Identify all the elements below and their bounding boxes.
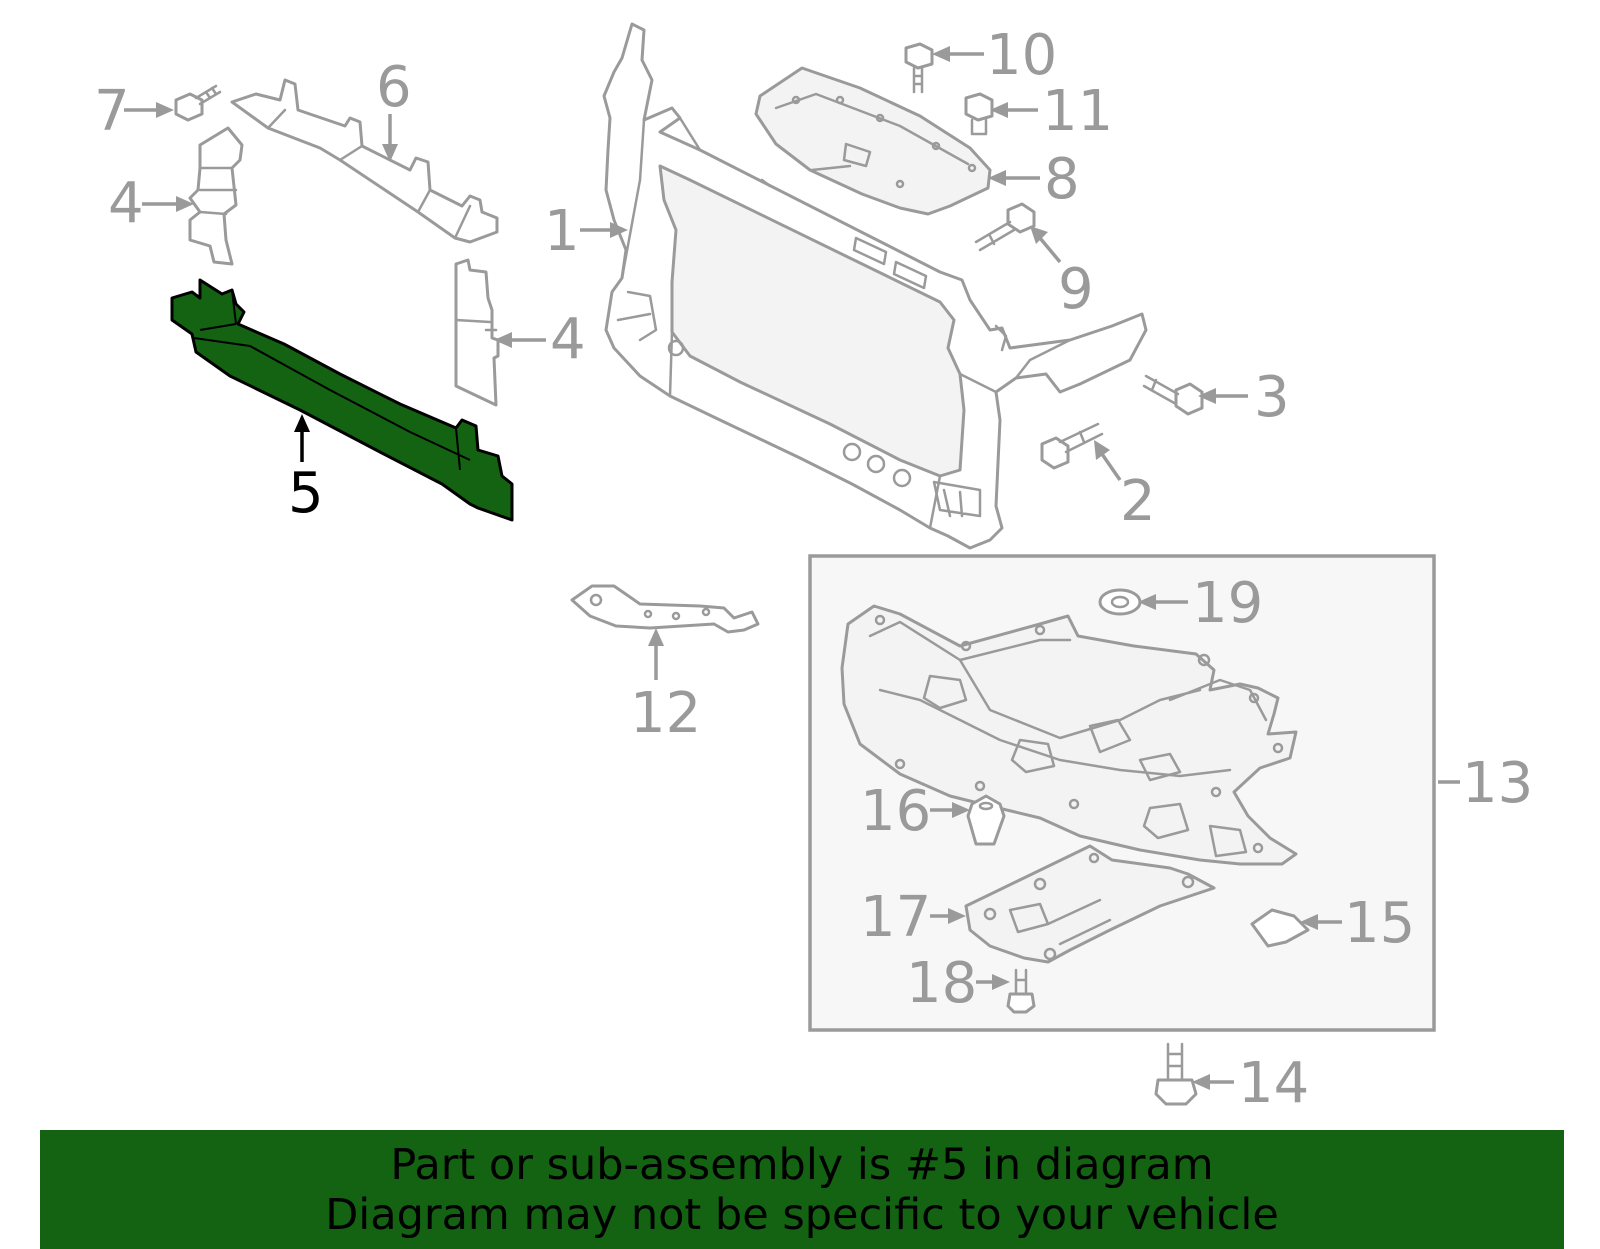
part-11-nut[interactable]: [964, 92, 994, 136]
part-3-bolt[interactable]: [1142, 374, 1204, 416]
part-4-left-guide[interactable]: [188, 126, 244, 266]
part-5-lower-air-guide[interactable]: [170, 278, 514, 522]
callout-2: 2: [1120, 469, 1156, 534]
callout-19: 19: [1192, 571, 1263, 636]
part-7-bolt[interactable]: [174, 84, 222, 122]
callout-5: 5: [288, 461, 324, 526]
part-16-clip[interactable]: [966, 794, 1006, 846]
part-19-washer[interactable]: [1098, 588, 1142, 616]
callout-4-left: 4: [108, 171, 144, 236]
part-4-right-guide[interactable]: [454, 258, 500, 407]
part-10-bolt[interactable]: [904, 42, 934, 94]
callout-7: 7: [94, 79, 130, 144]
callout-18: 18: [906, 951, 977, 1016]
info-banner: Part or sub-assembly is #5 in diagram Di…: [40, 1130, 1564, 1249]
part-2-bolt[interactable]: [1040, 422, 1104, 470]
callout-17: 17: [860, 885, 931, 950]
part-15-pad[interactable]: [1250, 908, 1310, 948]
callout-10: 10: [986, 23, 1057, 88]
part-18-screw[interactable]: [1006, 968, 1036, 1014]
callout-15: 15: [1344, 891, 1415, 956]
callout-labels: 1 2 3 4 4 5 6 7 8 9 10 11 12 13 14 15 16…: [94, 23, 1533, 1116]
banner-line-2: Diagram may not be specific to your vehi…: [325, 1189, 1279, 1240]
callout-4-right: 4: [550, 307, 586, 372]
callout-1: 1: [544, 199, 580, 264]
part-14-bolt[interactable]: [1154, 1042, 1198, 1106]
callout-6: 6: [376, 55, 412, 120]
callout-8: 8: [1044, 147, 1080, 212]
callout-3: 3: [1254, 365, 1290, 430]
part-1-radiator-support[interactable]: [602, 22, 1148, 550]
part-9-bolt[interactable]: [974, 202, 1036, 252]
callout-11: 11: [1042, 79, 1113, 144]
part-8-cover[interactable]: [754, 66, 992, 216]
part-17-small-cover[interactable]: [964, 844, 1216, 964]
callout-9: 9: [1058, 257, 1094, 322]
callout-16: 16: [860, 779, 931, 844]
banner-line-1: Part or sub-assembly is #5 in diagram: [390, 1139, 1214, 1190]
callout-13: 13: [1462, 751, 1533, 816]
part-6-air-guide[interactable]: [230, 78, 499, 244]
callout-14: 14: [1238, 1051, 1309, 1116]
callout-12: 12: [630, 681, 701, 746]
part-12-bracket[interactable]: [570, 584, 760, 634]
leader-lines: [124, 46, 1460, 1090]
